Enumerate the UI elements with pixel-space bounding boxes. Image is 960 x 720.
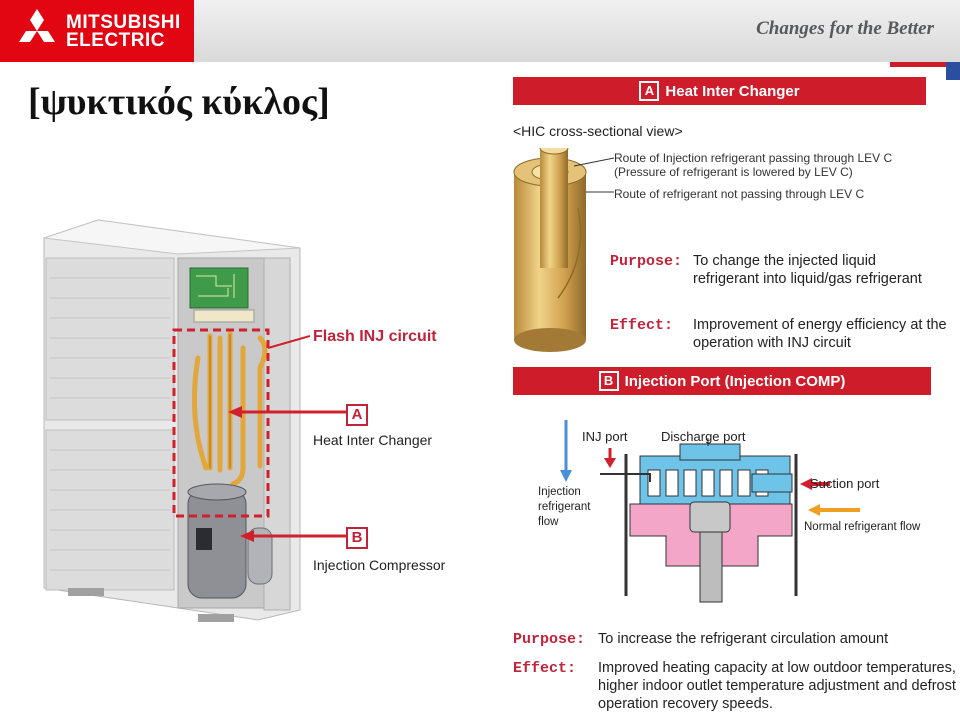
flash-inj-circuit-label: Flash INJ circuit (313, 328, 437, 345)
callout-box-b: B (346, 527, 368, 549)
section-b-purpose-label: Purpose: (513, 631, 586, 648)
injection-flow-label-line3: flow (538, 516, 559, 528)
heat-inter-changer-caption: Heat Inter Changer (313, 432, 433, 448)
section-b-banner: B Injection Port (Injection COMP) (513, 367, 931, 395)
injection-port-diagram (560, 420, 860, 603)
brand-tagline: Changes for the Better (756, 18, 934, 39)
section-b-effect-text: Improved heating capacity at low outdoor… (598, 660, 956, 712)
logo-text-line2: ELECTRIC (66, 30, 165, 51)
section-b-effect-label: Effect: (513, 660, 577, 677)
suction-port-label: Suction port (810, 476, 880, 491)
section-a-purpose-label: Purpose: (610, 253, 683, 270)
leader-extensions (310, 410, 346, 538)
callout-box-a: A (346, 404, 368, 426)
section-a-purpose-text: To change the injected liquid refrigeran… (693, 253, 922, 287)
normal-refrigerant-flow-label: Normal refrigerant flow (804, 521, 921, 533)
hic-tube-illustration (513, 148, 615, 352)
section-a-effect-label: Effect: (610, 317, 674, 334)
hic-route-bypass: Route of refrigerant not passing through… (614, 187, 865, 201)
section-b-title: Injection Port (Injection COMP) (624, 372, 846, 390)
section-b-badge: B (598, 371, 619, 391)
discharge-port-label: Discharge port (661, 429, 746, 444)
hic-cross-section-subtitle: <HIC cross-sectional view> (513, 123, 683, 139)
logo-text-line1: MITSUBISHI (66, 12, 181, 33)
corner-decoration (890, 62, 960, 80)
injection-flow-label-line2: refrigerant (538, 501, 591, 513)
section-a-effect-text: Improvement of energy efficiency at the … (693, 317, 947, 351)
brand-logo: MITSUBISHI ELECTRIC (0, 0, 194, 62)
section-b-purpose-text: To increase the refrigerant circulation … (598, 631, 889, 647)
injection-flow-label-line1: Injection (538, 486, 581, 498)
hic-route-injection-line1: Route of Injection refrigerant passing t… (614, 151, 893, 165)
inj-port-label: INJ port (582, 429, 628, 444)
hic-route-injection-line2: (Pressure of refrigerant is lowered by L… (614, 165, 853, 179)
three-diamonds-logo-icon (19, 9, 55, 42)
section-a-banner: A Heat Inter Changer (513, 77, 926, 105)
section-a-title: Heat Inter Changer (665, 82, 800, 100)
outdoor-unit-illustration (43, 219, 310, 622)
section-a-badge: A (639, 81, 660, 101)
injection-compressor-caption: Injection Compressor (313, 557, 446, 573)
slide-title: [ψυκτικός κύκλος] (28, 81, 330, 123)
